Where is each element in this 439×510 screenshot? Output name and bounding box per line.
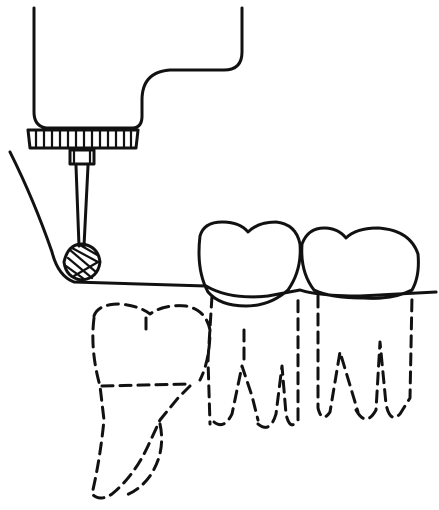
molar-2-roots (318, 296, 412, 419)
impacted-tooth-outline (92, 304, 210, 498)
knurl-marks (36, 131, 131, 147)
erupted-molar-1 (199, 222, 300, 306)
gingiva-line (10, 152, 206, 286)
erupted-molar-2 (302, 228, 419, 298)
round-bur (64, 166, 100, 280)
dental-handpiece (28, 8, 242, 164)
molar-1-roots (208, 296, 298, 427)
